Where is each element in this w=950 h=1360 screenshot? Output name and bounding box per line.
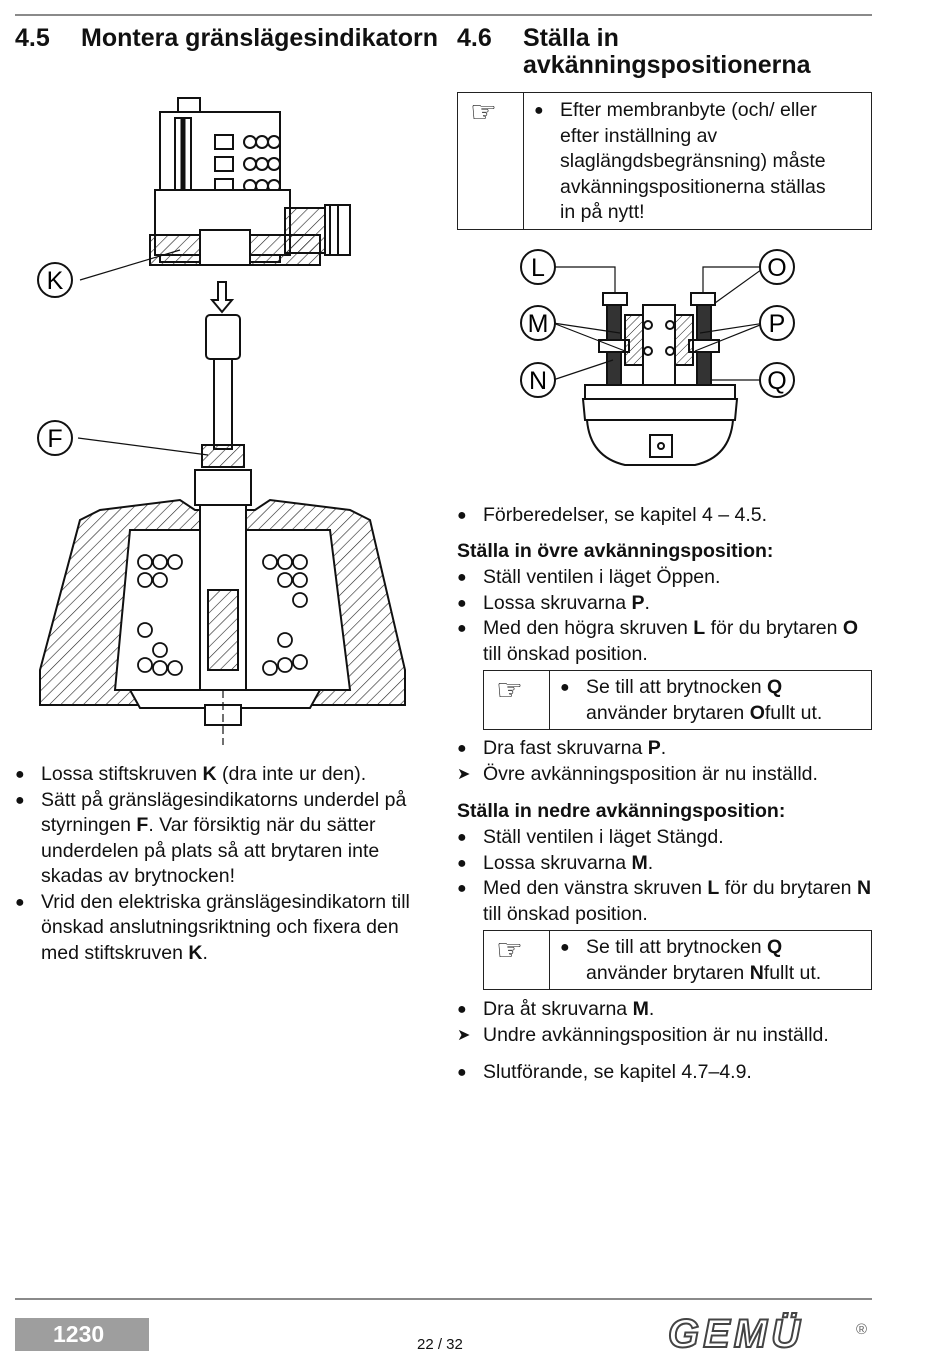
note-text: ●Efter membranbyte (och/ eller efter ins… xyxy=(534,99,826,223)
lower-heading: Ställa in nedre avkänningsposition: xyxy=(457,800,786,822)
bullet-icon: ● xyxy=(457,829,467,846)
bullet-icon: ● xyxy=(457,740,467,757)
label-p: P xyxy=(769,310,786,338)
list-item: ●Med den vänstra skruven L för du brytar… xyxy=(457,877,872,925)
lower-finish: ●Dra åt skruvarna M. ➤Undre avkänningspo… xyxy=(457,997,872,1048)
hand-pointer-cell: ☞ xyxy=(458,93,524,229)
gemu-logo: GEMÜ ® xyxy=(667,1310,873,1357)
bullet-icon: ● xyxy=(560,679,570,696)
note-box-membrane: ☞ ●Efter membranbyte (och/ eller efter i… xyxy=(457,92,872,230)
bullet-icon: ● xyxy=(15,893,25,911)
sensing-positions-figure: L M N O P Q xyxy=(520,249,795,466)
arrow-icon: ➤ xyxy=(457,1026,471,1044)
hand-pointer-icon: ☞ xyxy=(496,934,523,967)
section-title: Montera gränslägesindikatorn xyxy=(81,24,439,52)
list-item: ●Sätt på gränslägesindikatorns underdel … xyxy=(15,788,407,888)
bullet-icon: ● xyxy=(457,1001,467,1018)
registered-mark: ® xyxy=(856,1321,867,1338)
list-item: ●Med den högra skruven L för du brytaren… xyxy=(457,617,859,665)
upper-steps: ●Ställ ventilen i läget Öppen. ●Lossa sk… xyxy=(457,565,872,667)
bullet-icon: ● xyxy=(457,880,467,897)
list-item: ●Lossa stiftskruven K (dra inte ur den). xyxy=(15,762,430,788)
section-number: 4.5 xyxy=(15,24,50,52)
list-item: ●Lossa skruvarna M. xyxy=(457,851,872,877)
label-f: F xyxy=(47,425,62,453)
gemu-logo-icon: GEMÜ ® xyxy=(667,1310,867,1357)
prep-item: ●Förberedelser, se kapitel 4 – 4.5. xyxy=(457,503,872,529)
note-text: ●Se till att brytnocken Q använder bryta… xyxy=(560,936,822,984)
section-title: Ställa in avkänningspositionerna xyxy=(523,24,811,79)
bullet-icon: ● xyxy=(457,620,467,637)
top-rule xyxy=(15,14,872,16)
list-item: ●Vrid den elektriska gränslägesindikator… xyxy=(15,890,410,964)
bullet-icon: ● xyxy=(457,594,467,612)
bullet-icon: ● xyxy=(15,766,25,783)
bottom-rule xyxy=(15,1298,872,1300)
section-number: 4.6 xyxy=(457,24,492,52)
result-item: ➤Övre avkänningsposition är nu inställd. xyxy=(457,762,872,788)
label-n: N xyxy=(529,367,547,395)
note-box-upper: ☞ ●Se till att brytnocken Q använder bry… xyxy=(483,670,872,730)
bullet-icon: ● xyxy=(457,854,467,872)
bullet-icon: ● xyxy=(457,507,467,524)
list-item: ●Dra fast skruvarna P. xyxy=(457,736,872,762)
label-o: O xyxy=(767,254,786,282)
list-item: ●Ställ ventilen i läget Stängd. xyxy=(457,825,872,851)
bullet-icon: ● xyxy=(15,791,25,809)
note-box-lower: ☞ ●Se till att brytnocken Q använder bry… xyxy=(483,930,872,990)
label-k: K xyxy=(47,267,64,295)
bullet-icon: ● xyxy=(457,569,467,586)
note-text: ●Se till att brytnocken Q använder bryta… xyxy=(560,676,823,724)
upper-finish: ●Dra fast skruvarna P. ➤Övre avkänningsp… xyxy=(457,736,872,787)
final-item: ●Slutförande, se kapitel 4.7–4.9. xyxy=(457,1060,872,1086)
limit-switch-assembly-figure: K F xyxy=(37,97,406,745)
page-number: 22 / 32 xyxy=(417,1336,463,1353)
hand-pointer-cell: ☞ xyxy=(484,671,550,729)
product-number-box: 1230 xyxy=(15,1318,149,1351)
result-item: ➤Undre avkänningsposition är nu inställd… xyxy=(457,1023,872,1049)
label-m: M xyxy=(528,310,549,338)
upper-heading: Ställa in övre avkänningsposition: xyxy=(457,540,774,562)
list-item: ●Lossa skruvarna P. xyxy=(457,591,872,617)
label-l: L xyxy=(531,254,545,282)
lower-steps: ●Ställ ventilen i läget Stängd. ●Lossa s… xyxy=(457,825,872,927)
arrow-icon: ➤ xyxy=(457,765,471,783)
bullet-icon: ● xyxy=(534,102,544,119)
hand-pointer-icon: ☞ xyxy=(496,674,523,707)
bullet-icon: ● xyxy=(560,939,570,956)
list-item: ●Dra åt skruvarna M. xyxy=(457,997,872,1023)
hand-pointer-icon: ☞ xyxy=(470,96,497,129)
bullet-icon: ● xyxy=(457,1064,467,1081)
left-instructions: ●Lossa stiftskruven K (dra inte ur den).… xyxy=(15,762,430,966)
label-q: Q xyxy=(767,367,786,395)
logo-text: GEMÜ xyxy=(668,1312,804,1352)
list-item: ●Ställ ventilen i läget Öppen. xyxy=(457,565,872,591)
hand-pointer-cell: ☞ xyxy=(484,931,550,989)
